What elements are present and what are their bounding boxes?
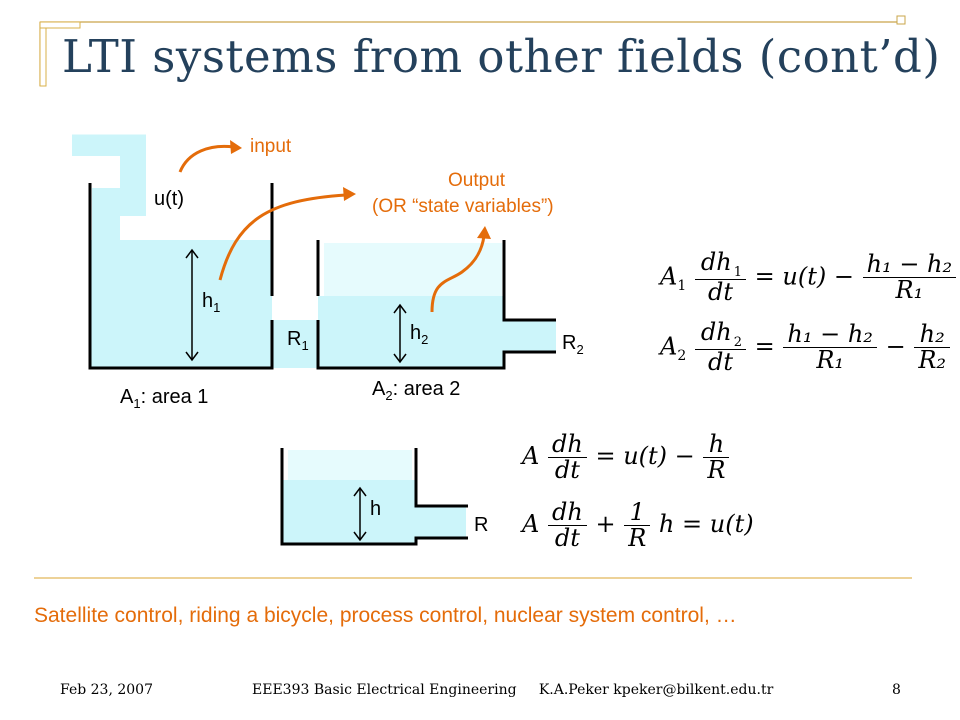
slide-title: LTI systems from other fields (cont’d) bbox=[62, 30, 941, 83]
applications-text: Satellite control, riding a bicycle, pro… bbox=[34, 604, 737, 627]
input-label: input bbox=[250, 136, 292, 157]
footer-page-number: 8 bbox=[892, 682, 901, 698]
single-tank-water bbox=[282, 480, 416, 544]
a1-label: A1: area 1 bbox=[120, 386, 209, 411]
frame-top-bar bbox=[39, 21, 81, 29]
tank1-wall bbox=[88, 183, 274, 370]
h-label: h bbox=[370, 498, 382, 520]
tank2-right-wall bbox=[502, 240, 556, 322]
r-label: R bbox=[474, 514, 489, 536]
output-label-line2: (OR “state variables”) bbox=[372, 196, 554, 217]
output-arrow-1 bbox=[218, 193, 347, 281]
h2-label: h2 bbox=[410, 322, 429, 347]
single-tank-water-upper bbox=[288, 450, 412, 480]
frame-right-corner bbox=[896, 15, 906, 25]
footer-date: Feb 23, 2007 bbox=[60, 682, 153, 698]
footer-course: EEE393 Basic Electrical Engineering K.A.… bbox=[252, 682, 774, 698]
single-tank-right-wall bbox=[414, 448, 468, 508]
tank2-bottom bbox=[316, 320, 556, 370]
tank1-water bbox=[90, 240, 272, 368]
r1-label: R1 bbox=[287, 328, 309, 353]
tank2-water bbox=[318, 296, 504, 368]
a2-label: A2: area 2 bbox=[372, 378, 461, 403]
inflow-pipe bbox=[72, 134, 146, 216]
single-tank-wall bbox=[280, 448, 468, 546]
tank2-water-upper bbox=[324, 243, 502, 296]
r2-label: R2 bbox=[562, 332, 584, 357]
single-pipe-r bbox=[416, 506, 466, 538]
output-arrow-2 bbox=[430, 235, 486, 313]
output-label-line1: Output bbox=[448, 170, 506, 191]
h1-label: h1 bbox=[202, 290, 221, 315]
tank1-water-top bbox=[92, 188, 120, 240]
pipe-r1 bbox=[272, 320, 318, 368]
pipe-r2 bbox=[504, 320, 556, 352]
u-label: u(t) bbox=[154, 188, 184, 210]
input-arrow bbox=[178, 144, 235, 173]
